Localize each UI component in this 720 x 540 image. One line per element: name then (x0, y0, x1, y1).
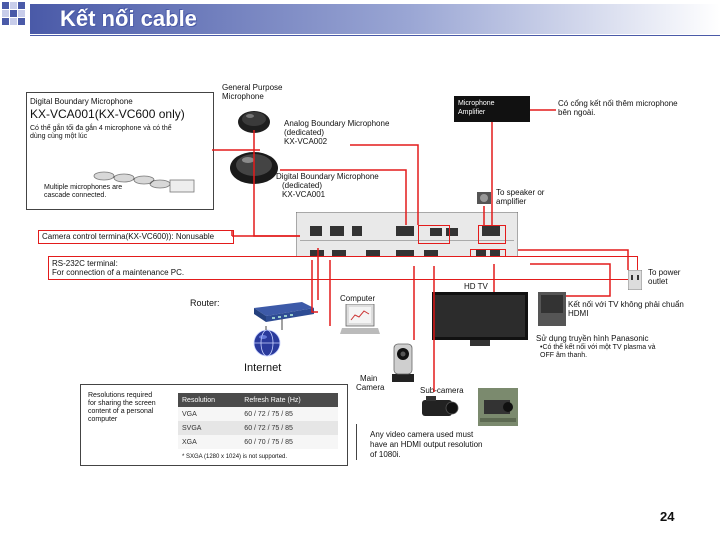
computer-label: Computer (340, 294, 376, 303)
to-power-line2: outlet (648, 277, 668, 286)
camera-control-box (38, 230, 234, 244)
hd-tv-label: HD TV (464, 282, 488, 291)
table-header-refresh-rate: Refresh Rate (Hz) (240, 393, 338, 407)
tv-no-hdmi-line1: Kết nối với TV không phải chuẩn (568, 300, 684, 309)
connection-line (280, 169, 407, 225)
microphone-amplifier-box (454, 96, 530, 122)
router-label: Router: (190, 298, 220, 308)
rs232c-line1: RS-232C terminal: (52, 259, 118, 268)
camera-icon (478, 388, 518, 426)
cascade-line1: Multiple microphones are (44, 184, 123, 191)
general-purpose-mic-line1: General Purpose (222, 83, 283, 92)
video-camera-note-line3: of 1080i. (370, 450, 401, 459)
camera-icon (392, 343, 414, 382)
table-cell: SVGA (178, 421, 241, 435)
connect-up-to-4-line1: Có thể gắn tối đa gắn 4 microphone và có… (30, 125, 172, 132)
rs232c-line2: For connection of a maintenance PC. (52, 268, 185, 277)
laptop-icon (340, 304, 380, 334)
cascade-line2: cascade connected. (44, 192, 107, 199)
connect-up-to-4-line2: dùng cùng một lúc (30, 133, 88, 140)
resolutions-required-line1: Resolutions required (88, 392, 153, 399)
table-cell: 60 / 72 / 75 / 85 (240, 421, 338, 435)
router-icon (254, 302, 314, 322)
internet-label: Internet (244, 362, 282, 374)
extra-mic-port-line2: bên ngoài. (558, 108, 596, 117)
table-row: XGA 60 / 70 / 75 / 85 (178, 435, 338, 449)
video-camera-note-line2: have an HDMI output resolution (370, 440, 483, 449)
to-speaker-line1: To speaker or (496, 188, 545, 197)
rs232c-box (48, 256, 638, 280)
general-purpose-mic-line2: Microphone (222, 92, 264, 101)
mic-ports-highlight (418, 225, 450, 244)
digital-boundary-mic-label: Digital Boundary Microphone (30, 97, 133, 106)
table-header-resolution: Resolution (178, 393, 241, 407)
table-row: SVGA 60 / 72 / 75 / 85 (178, 421, 338, 435)
to-speaker-line2: amplifier (496, 197, 527, 206)
table-cell: 60 / 72 / 75 / 85 (240, 407, 338, 421)
page-number: 24 (660, 509, 675, 524)
panasonic-tv-note-line2: OFF âm thanh. (540, 352, 588, 359)
tv-icon (432, 292, 528, 346)
cascaded-microphones-icon (93, 171, 195, 193)
table-header-row: Resolution Refresh Rate (Hz) (178, 393, 338, 407)
panasonic-tv-label: Sử dụng truyền hình Panasonic (536, 334, 649, 343)
title-bar-decoration (0, 0, 720, 42)
resolutions-required-line3: content of a personal (88, 408, 154, 415)
camera-icon (422, 396, 459, 416)
camera-control-label: Camera control termina(KX-VC600)): Nonus… (42, 232, 215, 241)
table-cell: XGA (178, 435, 241, 449)
connection-line (311, 260, 318, 313)
speaker-port-highlight (478, 225, 506, 244)
microphone-icon (238, 111, 270, 133)
speaker-icon (477, 192, 491, 204)
digital-mic-dedicated-line3: KX-VCA001 (282, 190, 326, 199)
table-cell: VGA (178, 407, 241, 421)
resolutions-required-line2: for sharing the screen (88, 400, 156, 407)
kx-vca001-model-label: KX-VCA001(KX-VC600 only) (30, 107, 185, 121)
tv-icon (538, 292, 566, 326)
to-power-line1: To power (648, 268, 681, 277)
tv-no-hdmi-line2: HDMI (568, 309, 589, 318)
page-title: Kết nối cable (60, 6, 197, 31)
analog-mic-line3: KX-VCA002 (284, 137, 328, 146)
sxga-note: * SXGA (1280 x 1024) is not supported. (182, 454, 288, 460)
extra-mic-port-line1: Có cổng kết nối thêm microphone (558, 99, 678, 108)
mic-amp-line1: Microphone (458, 100, 495, 107)
digital-mic-dedicated-line1: Digital Boundary Microphone (276, 172, 379, 181)
video-camera-note-line1: Any video camera used must (370, 430, 474, 439)
digital-mic-dedicated-line2: (dedicated) (282, 181, 323, 190)
video-camera-note-box (356, 424, 358, 460)
resolutions-required-line4: computer (88, 416, 118, 423)
sub-camera-label: Sub-camera (420, 386, 464, 395)
connection-line (530, 263, 611, 297)
analog-mic-line2: (dedicated) (284, 128, 325, 137)
panasonic-tv-note-line1: •Có thể kết nối với một TV plasma và (540, 344, 656, 351)
main-camera-line2: Camera (356, 383, 385, 392)
connection-line (253, 130, 300, 237)
resolution-table: Resolution Refresh Rate (Hz) VGA 60 / 72… (178, 393, 338, 449)
analog-mic-line1: Analog Boundary Microphone (284, 119, 390, 128)
power-outlet-icon (628, 270, 642, 290)
table-row: VGA 60 / 72 / 75 / 85 (178, 407, 338, 421)
globe-icon (253, 329, 281, 357)
table-cell: 60 / 70 / 75 / 85 (240, 435, 338, 449)
connection-line (518, 249, 629, 270)
connection-line (350, 144, 419, 225)
main-camera-line1: Main (360, 374, 378, 383)
mic-amp-line2: Amplifier (458, 109, 486, 116)
